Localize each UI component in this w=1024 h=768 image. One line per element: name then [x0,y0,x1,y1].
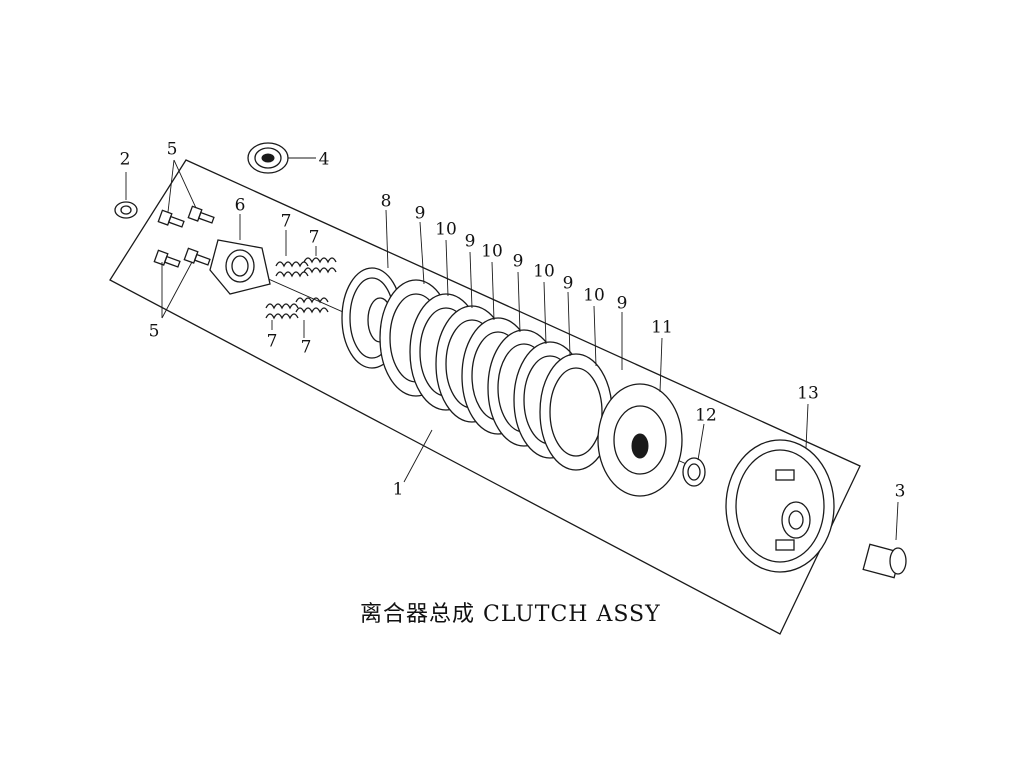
part-12-washer [682,457,706,487]
part-11-pressure-plate [597,383,683,497]
callout-7-lower-left: 7 [266,331,278,352]
callout-9-c: 9 [512,251,524,272]
part-5-bolts [153,205,215,268]
diagram-caption: 离合器总成 CLUTCH ASSY [360,602,661,627]
callout-8: 8 [380,191,392,212]
clutch-plate-stack [379,279,613,471]
part-4-bearing [247,142,289,174]
callout-9-b: 9 [464,231,476,252]
callout-10-c: 10 [533,261,555,282]
leader-lines [125,157,899,541]
callout-10-a: 10 [435,219,457,240]
part-2-bushing [114,201,138,219]
callout-2: 2 [119,149,131,170]
callout-11: 11 [651,317,673,338]
callout-5-bottom: 5 [148,321,160,342]
callout-13: 13 [797,383,819,404]
callout-5-top: 5 [166,139,178,160]
assembly-outline [109,159,861,635]
part-6-lifter-plate [209,239,271,295]
callout-9-d: 9 [562,273,574,294]
callout-7-upper-left: 7 [280,211,292,232]
callout-4: 4 [318,149,330,170]
callout-12: 12 [695,405,717,426]
part-3-collar [862,543,907,579]
callout-6: 6 [234,195,246,216]
callout-7-upper-right: 7 [308,227,320,248]
callout-7-lower-right: 7 [300,337,312,358]
callout-3: 3 [894,481,906,502]
part-13-clutch-housing [725,439,835,573]
callout-1: 1 [392,479,404,500]
callout-9-a: 9 [414,203,426,224]
part-7-springs [265,257,337,320]
callout-9-e: 9 [616,293,628,314]
callout-10-b: 10 [481,241,503,262]
callout-10-d: 10 [583,285,605,306]
